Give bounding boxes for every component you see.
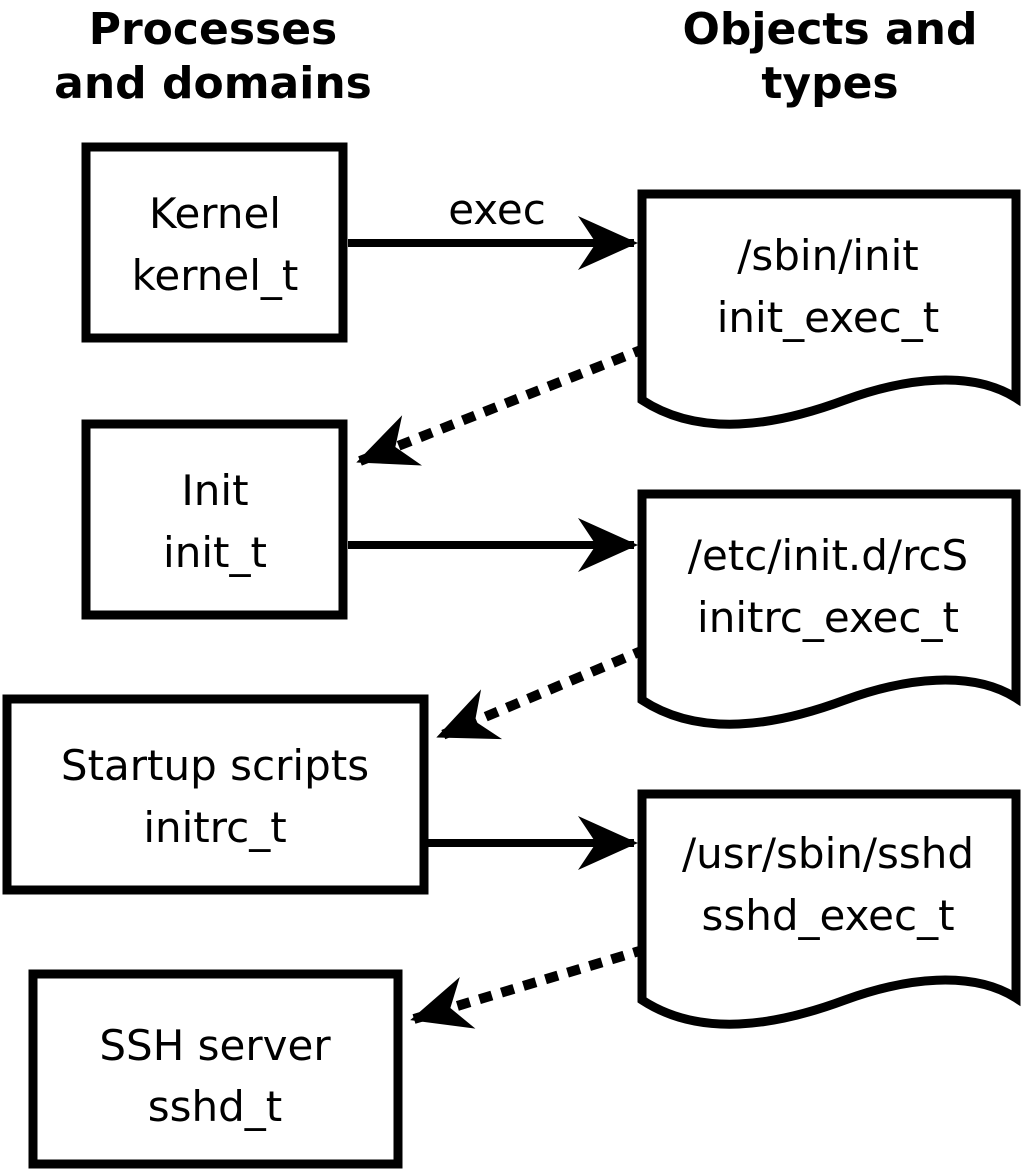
- process-box-startup-scripts-label: Startup scripts: [61, 741, 369, 790]
- object-doc-sbin-init-type: init_exec_t: [717, 293, 940, 342]
- transition-arrow-sshd-exec-to-sshd: [410, 944, 648, 1029]
- process-box-kernel-type: kernel_t: [132, 251, 299, 300]
- column-header-processes-line1: Processes: [89, 4, 338, 55]
- object-doc-sbin-init: [637, 189, 1021, 429]
- object-doc-usr-sbin-sshd-label: /usr/sbin/sshd: [682, 829, 974, 878]
- process-box-init: [81, 419, 348, 620]
- process-box-startup-scripts-type: initrc_t: [143, 803, 286, 852]
- process-box-init-type: init_t: [163, 528, 267, 577]
- object-doc-usr-sbin-sshd: [637, 789, 1021, 1029]
- transition-arrow-rcs-to-initrc: [436, 644, 648, 741]
- exec-arrow-label: exec: [448, 185, 546, 234]
- transition-arrow-sbin-init-to-init: [356, 343, 648, 466]
- object-doc-etc-initd-rcs-type: initrc_exec_t: [697, 593, 959, 642]
- process-box-ssh-server: [28, 969, 403, 1169]
- object-doc-etc-initd-rcs-label: /etc/init.d/rcS: [688, 531, 968, 580]
- process-box-ssh-server-type: sshd_t: [148, 1082, 283, 1131]
- process-box-startup-scripts: [2, 694, 429, 895]
- object-doc-sbin-init-label: /sbin/init: [737, 231, 919, 280]
- process-box-kernel: [81, 142, 348, 343]
- process-box-init-label: Init: [181, 466, 248, 515]
- object-doc-usr-sbin-sshd-type: sshd_exec_t: [701, 891, 954, 940]
- object-doc-etc-initd-rcs: [637, 489, 1021, 729]
- process-box-kernel-label: Kernel: [149, 189, 281, 238]
- column-header-objects-line1: Objects and: [683, 4, 978, 55]
- column-header-processes-line2: and domains: [54, 58, 372, 109]
- column-header-objects-line2: types: [761, 58, 898, 109]
- process-box-ssh-server-label: SSH server: [99, 1021, 331, 1070]
